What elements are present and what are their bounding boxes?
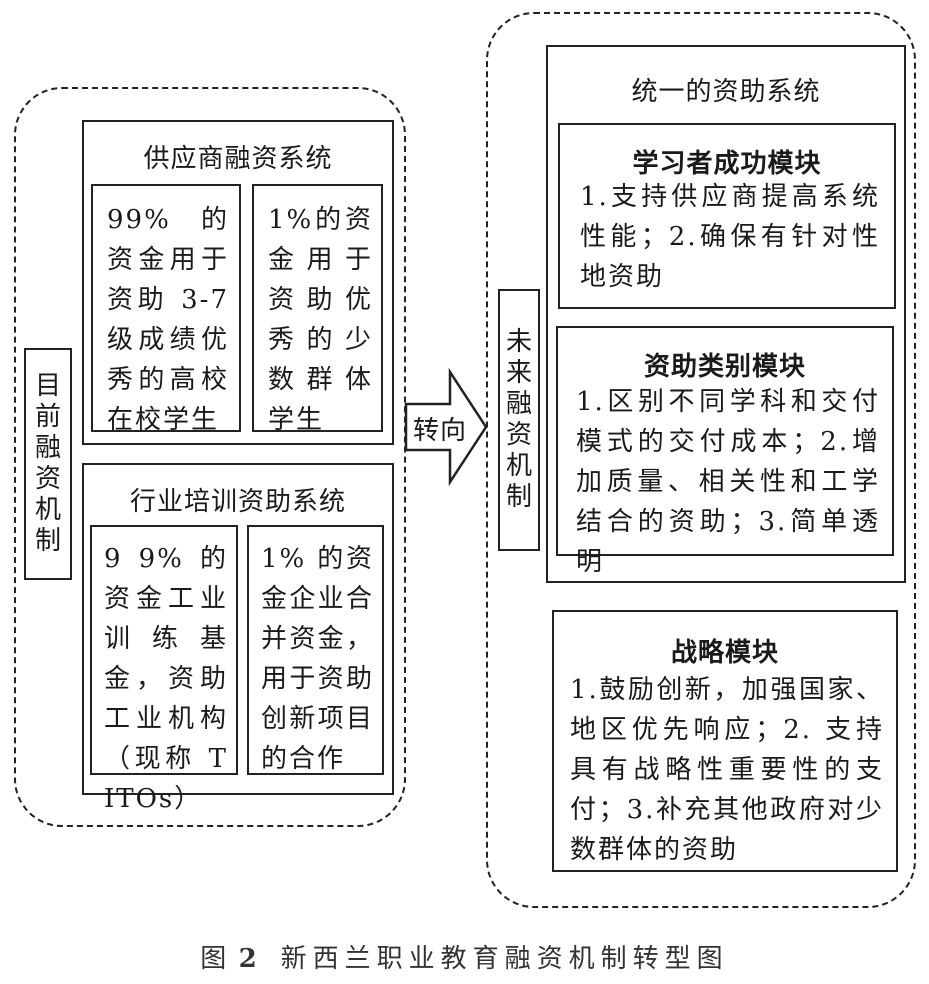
future-mechanism-label: 未来融资机制 xyxy=(498,289,540,551)
strategy-module-text: 1.鼓励创新，加强国家、地区优先响应；2. 支持具有战略性重要性的支付；3.补充… xyxy=(570,675,884,865)
learner-module-text: 1.支持供应商提高系统性能；2.确保有针对性地资助 xyxy=(580,182,880,292)
strategy-module-title: 战略模块 xyxy=(670,638,779,668)
figure-number: 图 2 xyxy=(200,944,258,974)
strategy-module: 战略模块 1.鼓励创新，加强国家、地区优先响应；2. 支持具有战略性重要性的支付… xyxy=(552,610,898,872)
learner-success-module: 学习者成功模块 1.支持供应商提高系统性能；2.确保有针对性地资助 xyxy=(558,123,896,309)
current-mechanism-label-text: 目前融资机制 xyxy=(34,371,61,556)
figure-caption: 图 2 新西兰职业教育融资机制转型图 xyxy=(0,938,929,975)
future-mechanism-label-text: 未来融资机制 xyxy=(505,327,532,512)
supplier-right-box: 1%的资金用于资助优秀的少数群体学生 xyxy=(252,184,383,435)
category-module-title: 资助类别模块 xyxy=(643,352,806,382)
current-mechanism-label: 目前融资机制 xyxy=(24,348,72,580)
transition-arrow-label: 转向 xyxy=(412,416,467,446)
transition-arrow xyxy=(404,367,488,487)
industry-left-box: 9 9% 的资金工业训练基金，资助工业机构（现称 TITOs） xyxy=(90,525,238,814)
future-mechanism-group xyxy=(486,12,916,908)
industry-system-title: 行业培训资助系统 xyxy=(129,487,346,517)
category-module-text: 1.区别不同学科和交付模式的交付成本；2.增加质量、相关性和工学结合的资助；3.… xyxy=(576,387,880,577)
current-mechanism-group xyxy=(14,87,406,827)
supplier-system-title: 供应商融资系统 xyxy=(143,144,333,174)
industry-right-box: 1% 的资金企业合并资金，用于资助创新项目的合作 xyxy=(247,525,384,775)
figure-number-value: 2 xyxy=(238,944,259,974)
figure-prefix: 图 xyxy=(200,944,229,974)
figure-caption-text: 新西兰职业教育融资机制转型图 xyxy=(280,944,729,974)
supplier-left-box: 99% 的资金用于资助 3-7 级成绩优秀的高校在校学生 xyxy=(91,184,241,435)
learner-module-title: 学习者成功模块 xyxy=(632,149,822,179)
unified-system-title: 统一的资助系统 xyxy=(631,77,821,107)
funding-category-module: 资助类别模块 1.区别不同学科和交付模式的交付成本；2.增加质量、相关性和工学结… xyxy=(556,326,894,577)
